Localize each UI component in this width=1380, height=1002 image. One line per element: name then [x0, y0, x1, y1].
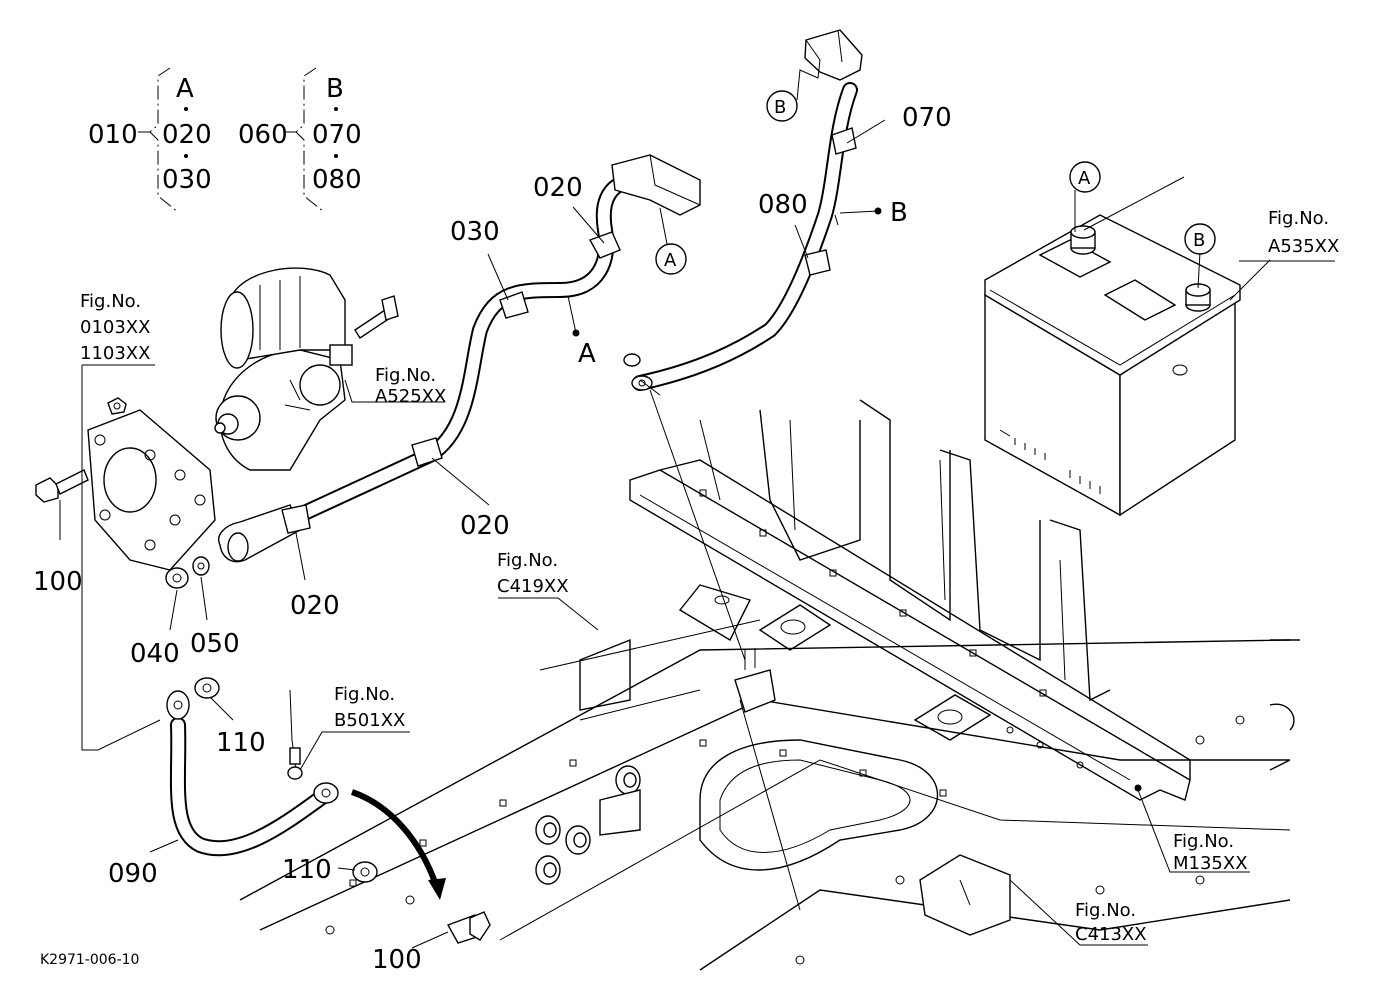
- svg-text:Fig.No.: Fig.No.: [497, 550, 558, 571]
- label-030: 030: [450, 217, 500, 247]
- label-040: 040: [130, 639, 180, 669]
- clamp-070: [831, 127, 857, 155]
- assembly-arrow: [351, 789, 439, 887]
- clamp-020-mid: [411, 437, 443, 467]
- svg-text:A: A: [1078, 168, 1091, 189]
- svg-text:A535XX: A535XX: [1268, 236, 1339, 257]
- label-100-bottom: 100: [372, 945, 422, 975]
- cables: [166, 29, 863, 944]
- svg-text:Fig.No.: Fig.No.: [334, 684, 395, 705]
- battery-terminal-b: [1185, 283, 1211, 312]
- starter-motor: [35, 267, 399, 589]
- svg-text:A: A: [664, 250, 677, 271]
- svg-text:M135XX: M135XX: [1173, 853, 1248, 874]
- figref-m135: Fig.No. M135XX: [1173, 831, 1248, 874]
- clamp-020-top: [588, 231, 621, 259]
- label-090: 090: [108, 859, 158, 889]
- legend-child-070: 070: [312, 120, 362, 150]
- legend-parent-060: 060: [238, 120, 288, 150]
- svg-text:C419XX: C419XX: [497, 576, 569, 597]
- label-020-mid: 020: [460, 511, 510, 541]
- battery: [984, 214, 1241, 517]
- label-050: 050: [190, 629, 240, 659]
- legend-letter-a: A: [176, 74, 194, 104]
- clamp-020-low: [281, 504, 311, 534]
- label-020-low: 020: [290, 591, 340, 621]
- label-020-top: 020: [533, 173, 583, 203]
- svg-text:B: B: [1193, 230, 1205, 251]
- legend-parent-010: 010: [88, 120, 138, 150]
- svg-text:B: B: [774, 97, 786, 118]
- label-100-left: 100: [33, 567, 83, 597]
- figref-a535: Fig.No. A535XX: [1268, 208, 1339, 257]
- figref-a525: Fig.No. A525XX: [375, 365, 446, 407]
- callout-a-top: A: [655, 243, 687, 275]
- svg-text:C413XX: C413XX: [1075, 924, 1147, 945]
- leader-lines: [59, 119, 1271, 949]
- legend-child-020: 020: [162, 120, 212, 150]
- battery-terminal-a: [1070, 225, 1096, 255]
- label-110-a: 110: [216, 728, 266, 758]
- legend-child-030: 030: [162, 165, 212, 195]
- frame-chassis: [239, 399, 1300, 971]
- svg-text:A525XX: A525XX: [375, 386, 446, 407]
- legend-letter-b: B: [326, 74, 344, 104]
- figref-c419: Fig.No. C419XX: [497, 550, 569, 597]
- figref-c413: Fig.No. C413XX: [1075, 900, 1147, 945]
- svg-text:1103XX: 1103XX: [80, 343, 150, 364]
- callout-a-dot: A: [578, 339, 596, 369]
- label-110-b: 110: [282, 855, 332, 885]
- legend: 010 A 020 030 060 B 070 080: [88, 67, 362, 213]
- assembly-arrow-head: [428, 878, 446, 900]
- svg-text:0103XX: 0103XX: [80, 317, 150, 338]
- legend-child-080: 080: [312, 165, 362, 195]
- drawing-code: K2971-006-10: [40, 952, 139, 968]
- figref-b501: Fig.No. B501XX: [334, 684, 405, 731]
- svg-text:Fig.No.: Fig.No.: [1173, 831, 1234, 852]
- svg-text:Fig.No.: Fig.No.: [1268, 208, 1329, 229]
- label-070: 070: [902, 103, 952, 133]
- callout-b-dot: B: [890, 198, 908, 228]
- figref-0103-1103: Fig.No. 0103XX 1103XX: [80, 291, 150, 364]
- svg-text:Fig.No.: Fig.No.: [375, 365, 436, 386]
- label-080: 080: [758, 190, 808, 220]
- svg-text:Fig.No.: Fig.No.: [1075, 900, 1136, 921]
- callout-a-battery: A: [1069, 161, 1101, 193]
- svg-text:B501XX: B501XX: [334, 710, 405, 731]
- svg-text:Fig.No.: Fig.No.: [80, 291, 141, 312]
- callout-b-top: B: [766, 90, 798, 122]
- callout-b-battery: B: [1184, 223, 1216, 255]
- clamp-080: [804, 249, 831, 276]
